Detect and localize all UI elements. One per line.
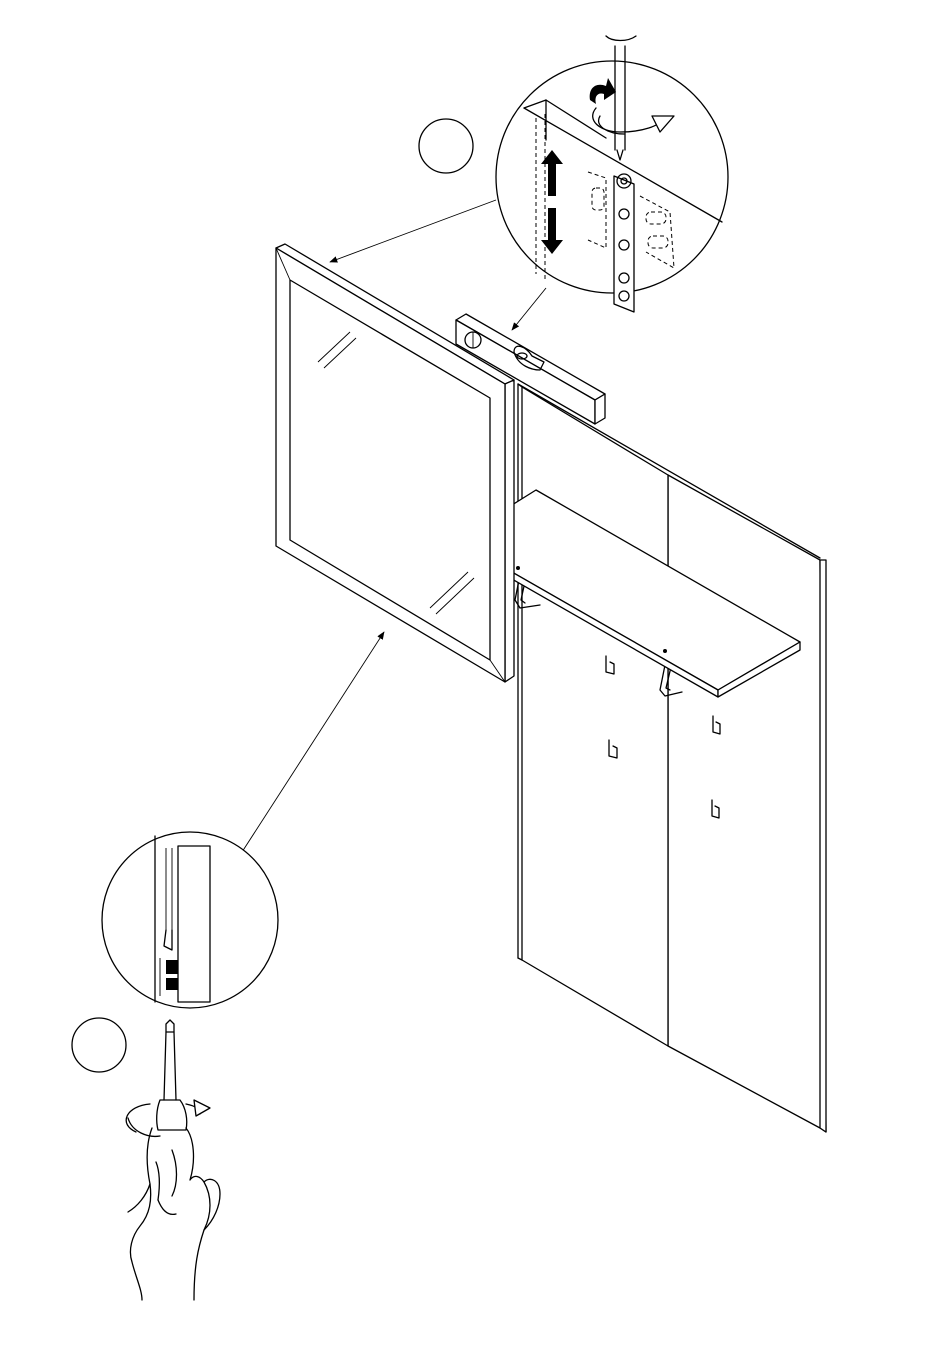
step-circle-top xyxy=(419,119,473,173)
step-circle-bottom xyxy=(72,1018,126,1072)
detail-circle-top xyxy=(496,36,728,312)
mirror xyxy=(276,244,514,682)
detail-circle-bottom xyxy=(102,832,278,1008)
wall-panel-right xyxy=(668,475,826,1132)
hand xyxy=(128,1128,220,1300)
screwdriver xyxy=(126,1020,210,1136)
